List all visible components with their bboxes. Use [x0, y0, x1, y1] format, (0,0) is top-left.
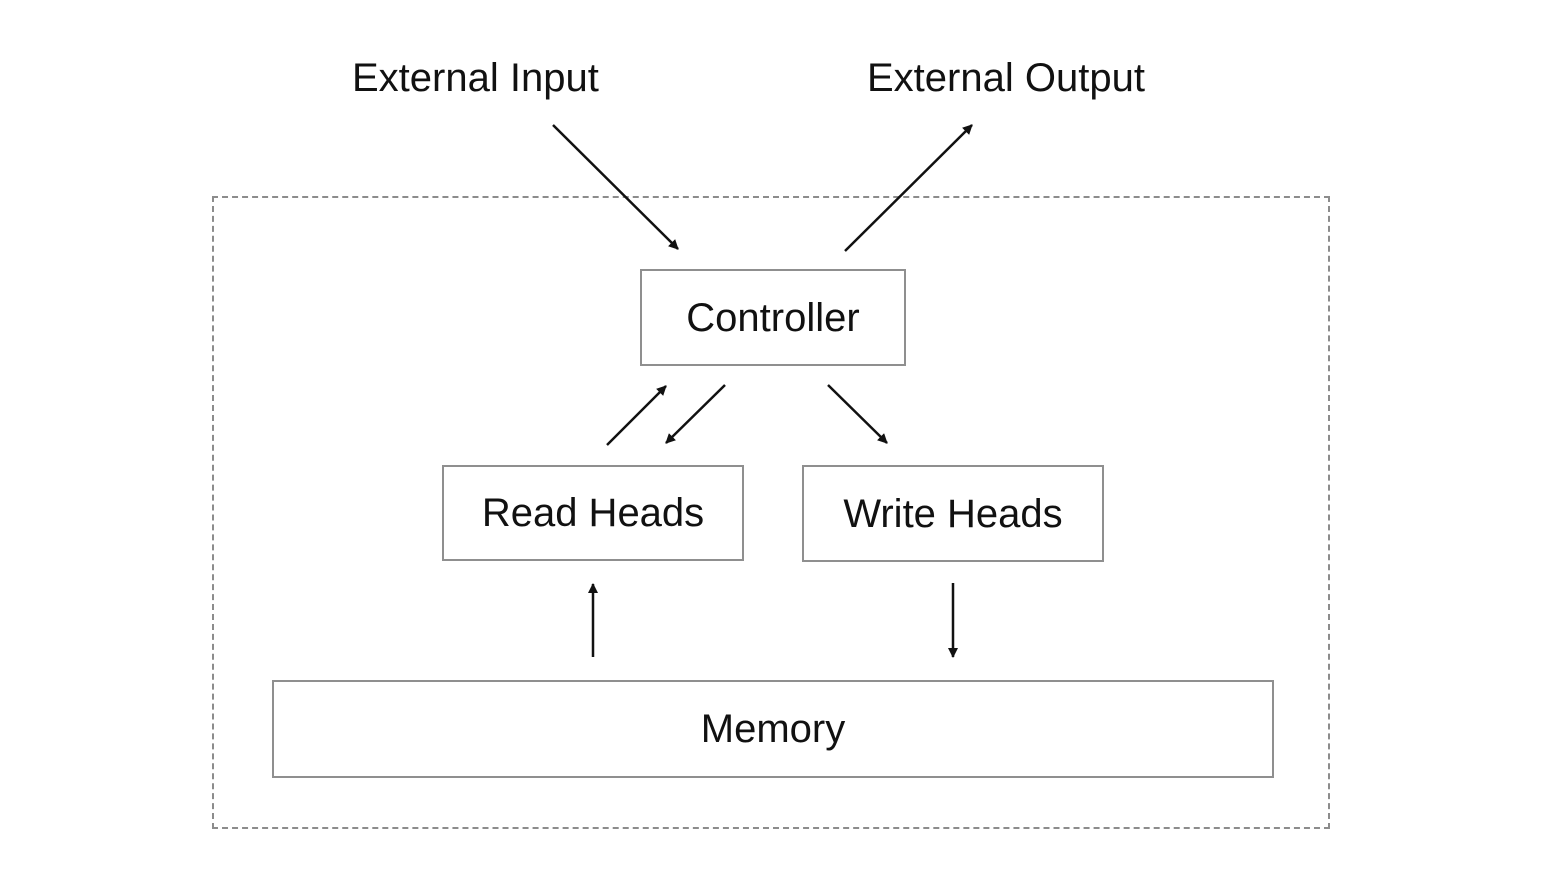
write-heads-label: Write Heads	[843, 491, 1063, 536]
read-heads-label: Read Heads	[481, 491, 705, 535]
read-heads-box: Read Heads	[442, 465, 744, 561]
external-input-label: External Input	[352, 56, 599, 100]
memory-label: Memory	[700, 707, 846, 751]
controller-label: Controller	[686, 295, 860, 340]
memory-box: Memory	[272, 680, 1274, 778]
write-heads-box: Write Heads	[802, 465, 1104, 562]
controller-box: Controller	[640, 269, 906, 366]
external-output-label: External Output	[867, 56, 1145, 100]
system-boundary	[212, 196, 1330, 829]
